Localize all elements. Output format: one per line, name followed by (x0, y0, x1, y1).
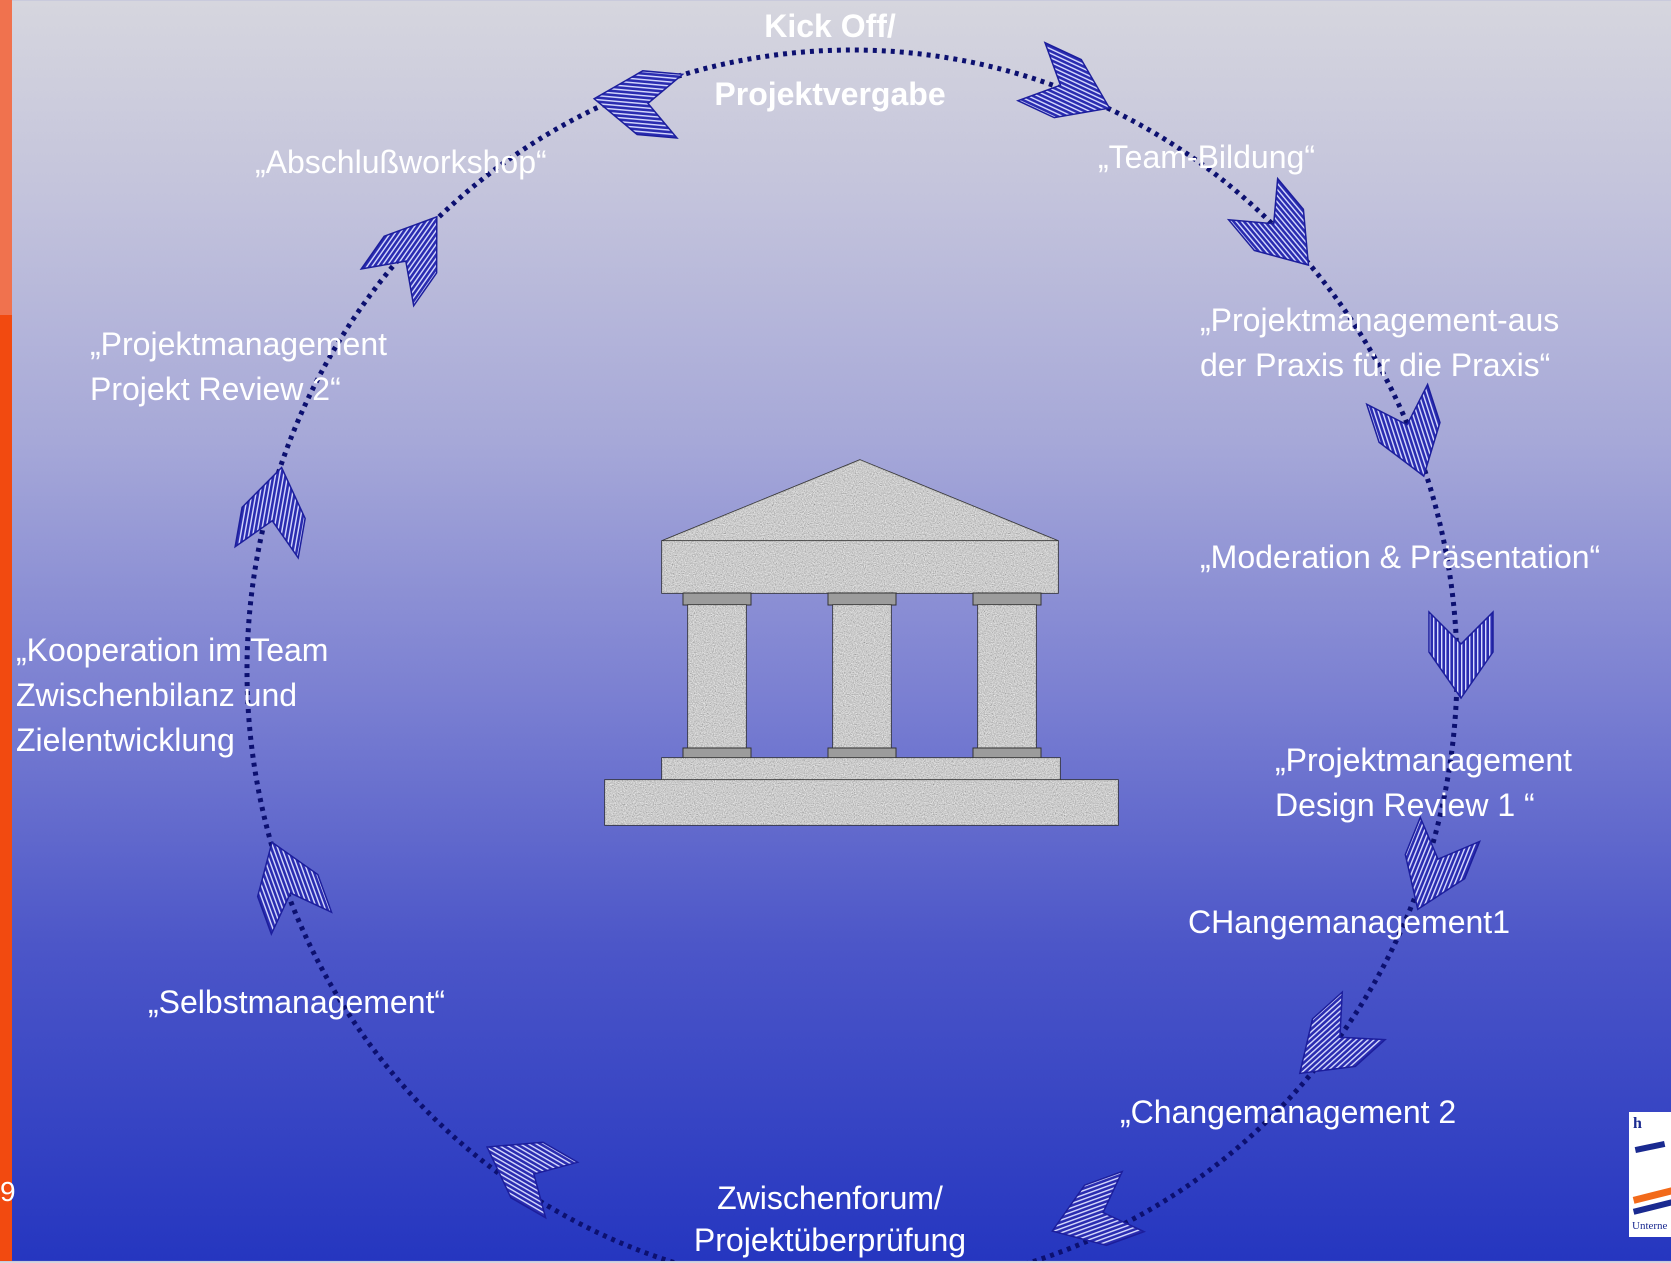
abschluss-label: „Abschlußworkshop“ (255, 144, 547, 180)
design-review-label-line2: Design Review 1 “ (1275, 787, 1535, 823)
pm-praxis-label-line1: „Projektmanagement-aus (1200, 302, 1560, 338)
moderation-label: „Moderation & Präsentation“ (1200, 539, 1601, 575)
selbstmanagement-label: „Selbstmanagement“ (148, 984, 446, 1020)
kickoff-label-line1: Kick Off/ (764, 8, 896, 44)
chevron-arrow-icon (485, 1141, 580, 1220)
chevron-arrow-icon (1051, 1170, 1147, 1247)
team-bildung-label: „Team-Bildung“ (1098, 139, 1315, 175)
chevron-arrow-icon (1016, 41, 1111, 119)
kooperation-label-line1: „Kooperation im Team (16, 632, 329, 668)
chevron-arrow-icon (1298, 990, 1387, 1075)
kooperation-label-line3: Zielentwicklung (16, 722, 235, 758)
changemanagement2-label: „Changemanagement 2 (1120, 1094, 1457, 1130)
chevron-arrow-icon (234, 466, 306, 560)
kooperation-label-line2: Zwischenbilanz und (16, 677, 298, 713)
chevron-arrow-icon (359, 215, 438, 308)
logo-top-text: h (1633, 1115, 1642, 1132)
logo-bottom-text: Unterne (1632, 1220, 1668, 1232)
project-review-label-line1: „Projektmanagement (90, 326, 388, 362)
design-review-label-line1: „Projektmanagement (1275, 742, 1573, 778)
left-accent-bar-bottom (0, 315, 12, 1261)
pm-praxis-label-line2: der Praxis für die Praxis“ (1200, 347, 1551, 383)
chevron-arrow-icon (1404, 815, 1482, 911)
chevron-arrow-icon (592, 70, 685, 139)
chevron-arrow-icon (1365, 382, 1441, 478)
changemanagement1-label: CHangemanagement1 (1188, 904, 1510, 940)
chevron-arrow-icon (1428, 610, 1494, 700)
page-number: 9 (0, 1176, 16, 1207)
left-accent-bar-top (0, 0, 12, 315)
project-review-label-line2: Projekt Review 2“ (90, 371, 341, 407)
chevron-arrow-icon (256, 841, 333, 937)
company-logo: h Unterne (1629, 1112, 1671, 1237)
zwischenforum-label-line1: Zwischenforum/ (717, 1180, 943, 1216)
chevron-arrow-icon (1226, 176, 1310, 267)
kickoff-label-line2: Projektvergabe (714, 76, 946, 112)
temple-icon (604, 459, 1119, 826)
zwischenforum-label-line2: Projektüberprüfung (693, 1222, 967, 1258)
